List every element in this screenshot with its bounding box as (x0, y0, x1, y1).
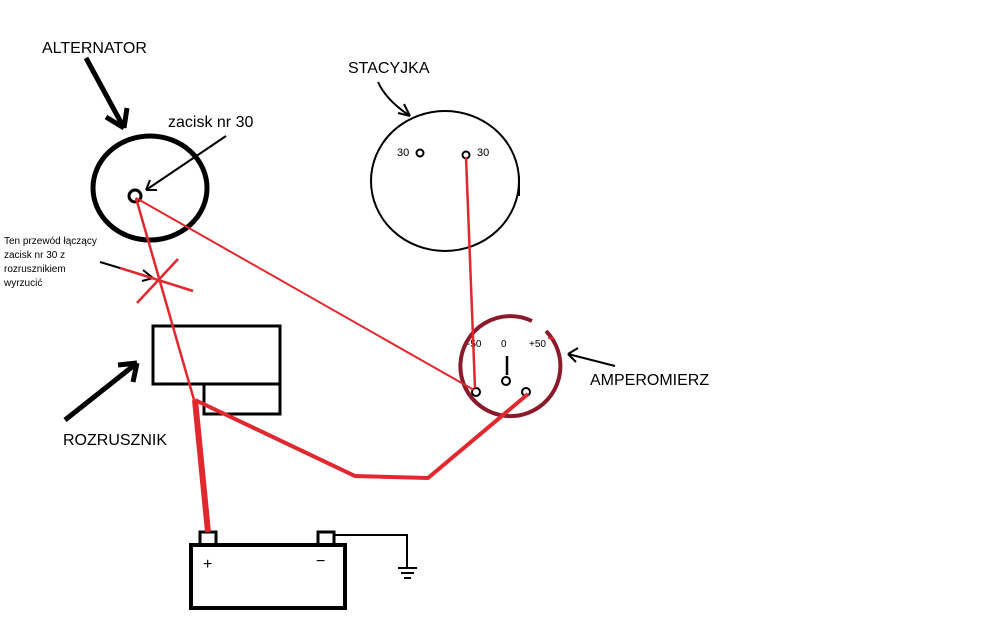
starter-arrow (63, 360, 140, 422)
ignition-label: STACYJKA (348, 60, 430, 77)
remove-wire-note: Ten przewód łączący zacisk nr 30 z rozru… (3, 236, 194, 304)
starter: ROZRUSZNIK (63, 324, 282, 449)
note-line-1: Ten przewód łączący (4, 236, 97, 247)
cross-mark (119, 258, 194, 304)
ammeter-terminal-center (501, 376, 511, 386)
wire-starter-to-ammeter (194, 392, 530, 481)
wires (134, 156, 530, 533)
terminal-30-label: zacisk nr 30 (168, 114, 253, 131)
note-line-2: zacisk nr 30 z (4, 250, 65, 261)
wire-battery-to-starter (192, 399, 211, 533)
wire-alternator-to-ammeter (135, 197, 475, 391)
note-line-3: rozrusznikiem (4, 264, 66, 275)
starter-label: ROZRUSZNIK (63, 432, 167, 449)
starter-body (151, 324, 282, 386)
battery-plus-sign: + (203, 556, 212, 573)
terminal-30-pointer (145, 135, 227, 191)
alternator-body (90, 133, 210, 243)
battery: + − (189, 530, 347, 610)
ground-symbol (334, 534, 417, 579)
note-arrow (99, 261, 154, 282)
wire-alternator-to-starter (134, 197, 196, 401)
ammeter-scale-max: +50 (529, 339, 546, 350)
note-line-4: wyrzucić (3, 278, 42, 289)
battery-minus-sign: − (316, 553, 325, 570)
battery-body (189, 543, 347, 610)
alternator-label: ALTERNATOR (42, 40, 147, 57)
ignition-body (370, 110, 520, 252)
ignition-terminal-left (415, 148, 425, 158)
ignition-terminal-left-label: 30 (397, 147, 409, 159)
ammeter-label: AMPEROMIERZ (590, 372, 709, 389)
ammeter: -50 0 +50 AMPEROMIERZ (458, 314, 709, 419)
ammeter-ring (458, 314, 563, 419)
ammeter-arrow (567, 347, 616, 367)
ignition-arrow (377, 81, 411, 117)
ignition-terminal-right-label: 30 (477, 147, 489, 159)
alternator: ALTERNATOR zacisk nr 30 (42, 40, 253, 243)
ignition-switch: STACYJKA 30 30 (348, 60, 520, 252)
ammeter-scale-zero: 0 (501, 339, 507, 350)
alternator-arrow (83, 56, 130, 131)
wire-ignition-to-ammeter (464, 156, 477, 389)
